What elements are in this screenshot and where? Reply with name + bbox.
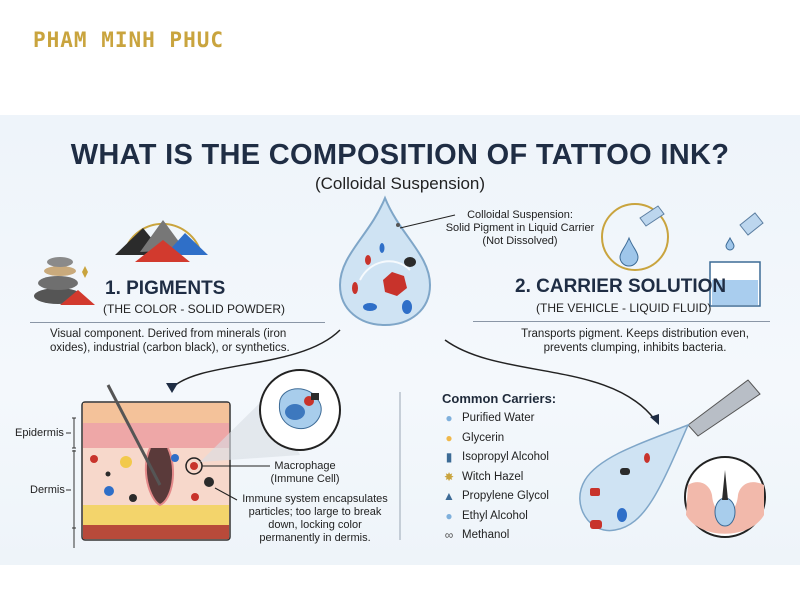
pigments-divider xyxy=(30,322,325,323)
carrier-item: Glycerin xyxy=(462,432,505,444)
callout-line-1: Colloidal Suspension: xyxy=(467,209,573,221)
ink-drop-illustration xyxy=(338,195,432,327)
flower-icon: ✸ xyxy=(443,470,455,484)
macrophage-label-line: (Immune Cell) xyxy=(270,473,340,485)
carrier-desc-line: Transports pigment. Keeps distribution e… xyxy=(521,328,749,340)
immune-desc-line: particles; too large to break xyxy=(248,506,382,518)
skin-cross-section xyxy=(81,384,231,541)
flask-icon: ▲ xyxy=(443,489,455,503)
carrier-item: Isopropyl Alcohol xyxy=(462,451,549,463)
glycerin-drop-icon: ● xyxy=(445,431,453,445)
needle-drop-illustration xyxy=(579,379,761,532)
pigments-description: Visual component. Derived from minerals … xyxy=(50,327,290,355)
arrow-to-skin xyxy=(171,329,341,389)
dermis-label: Dermis xyxy=(30,484,65,496)
skin-follicle-zoom xyxy=(684,456,766,538)
drop-icon: ● xyxy=(445,509,453,523)
macrophage-label: Macrophage (Immune Cell) xyxy=(262,460,348,486)
carrier-item: Purified Water xyxy=(462,412,535,424)
macrophage-label-line: Macrophage xyxy=(274,460,336,472)
molecule-icon: ∞ xyxy=(444,528,454,542)
pigments-desc-line: Visual component. Derived from minerals … xyxy=(50,328,287,340)
pour-drop-icon xyxy=(601,203,669,271)
callout-line-2: Solid Pigment in Liquid Carrier xyxy=(445,222,595,234)
carrier-divider xyxy=(473,321,770,322)
carrier-item: Methanol xyxy=(462,529,510,541)
callout-line-3: (Not Dissolved) xyxy=(482,235,558,247)
carrier-desc-line: prevents clumping, inhibits bacteria. xyxy=(543,342,727,354)
carrier-subheading: (THE VEHICLE - LIQUID FLUID) xyxy=(536,301,712,315)
carrier-description: Transports pigment. Keeps distribution e… xyxy=(480,327,790,355)
colloidal-callout: Colloidal Suspension: Solid Pigment in L… xyxy=(430,209,610,248)
carriers-heading: Common Carriers: xyxy=(442,391,557,406)
stones-icon xyxy=(34,257,95,305)
immune-description: Immune system encapsulates particles; to… xyxy=(234,493,396,545)
carrier-item: Witch Hazel xyxy=(462,471,524,483)
page-subtitle: (Colloidal Suspension) xyxy=(314,174,486,193)
pigments-subheading: (THE COLOR - SOLID POWDER) xyxy=(103,302,286,316)
carrier-item: Ethyl Alcohol xyxy=(462,510,528,522)
pigments-heading: 1. PIGMENTS xyxy=(105,278,226,299)
immune-desc-line: permanently in dermis. xyxy=(259,532,371,544)
pigment-powder-icon xyxy=(115,220,208,262)
water-drop-icon: ● xyxy=(445,411,453,425)
macrophage-zoom xyxy=(200,369,341,462)
page-title: WHAT IS THE COMPOSITION OF TATTOO INK? xyxy=(70,139,730,171)
arrow-to-needle xyxy=(444,339,656,421)
carrier-item: Propylene Glycol xyxy=(462,490,549,502)
bottle-icon: ▮ xyxy=(445,450,453,464)
epidermis-label: Epidermis xyxy=(15,427,64,439)
carrier-heading: 2. CARRIER SOLUTION xyxy=(515,276,727,297)
callout-line xyxy=(399,214,456,229)
brand-logo: PHAM MINH PHUC xyxy=(33,28,225,52)
immune-desc-line: down, locking color xyxy=(268,519,362,531)
immune-desc-line: Immune system encapsulates xyxy=(242,493,388,505)
beaker-icon xyxy=(709,212,764,307)
pigments-desc-line: oxides), industrial (carbon black), or s… xyxy=(50,342,290,354)
